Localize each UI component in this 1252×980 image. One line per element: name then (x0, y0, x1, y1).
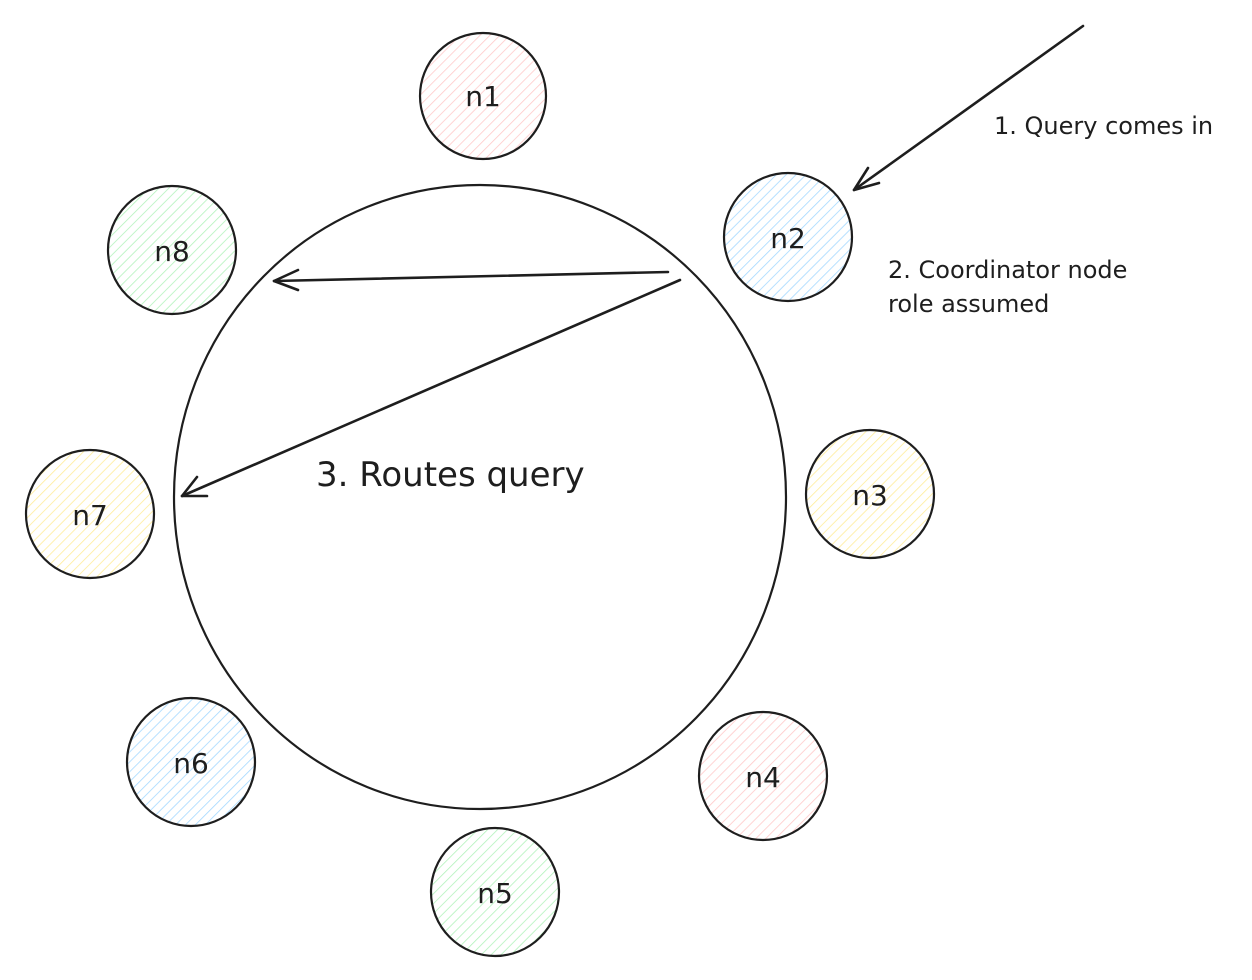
node-label: n5 (477, 877, 513, 910)
node-outline (804, 428, 936, 560)
node-n2: n2 (722, 171, 854, 303)
node-n7: n7 (24, 448, 156, 580)
arrow-head (272, 268, 300, 292)
hash-ring (172, 183, 788, 811)
node-outline (429, 826, 561, 958)
node-outline (722, 171, 854, 303)
node-outline (106, 184, 238, 316)
route-arrow-to-n8 (272, 268, 670, 292)
node-label: n8 (154, 235, 190, 268)
node-label: n3 (852, 479, 888, 512)
node-circle (26, 450, 154, 578)
node-outline (125, 696, 257, 828)
annotation-step-3: 3. Routes query (316, 455, 585, 495)
arrow-shaft (852, 24, 1085, 192)
incoming-query-arrow (852, 24, 1085, 192)
arrow-shaft (180, 278, 682, 498)
node-n1: n1 (418, 31, 548, 161)
node-outline (418, 31, 548, 161)
node-outline (24, 448, 156, 580)
node-label: n1 (465, 80, 501, 113)
node-circle (724, 173, 852, 301)
node-n3: n3 (804, 428, 936, 560)
node-circle (699, 712, 827, 840)
node-label: n7 (72, 499, 108, 532)
node-circle (127, 698, 255, 826)
node-n4: n4 (697, 710, 829, 842)
node-n5: n5 (429, 826, 561, 958)
node-circle (806, 430, 934, 558)
arrow-head (180, 475, 209, 498)
arrow-shaft (272, 270, 670, 283)
annotation-step-2-line-2: role assumed (888, 290, 1049, 318)
node-circle (108, 186, 236, 314)
node-circle (420, 33, 546, 159)
node-label: n6 (173, 747, 209, 780)
node-label: n2 (770, 222, 806, 255)
annotation-step-2-line-1: 2. Coordinator node (888, 256, 1127, 284)
annotation-step-1: 1. Query comes in (994, 112, 1213, 140)
node-label: n4 (745, 761, 781, 794)
arrow-head (852, 166, 881, 192)
node-n8: n8 (106, 184, 238, 316)
node-circle (431, 828, 559, 956)
node-outline (697, 710, 829, 842)
node-n6: n6 (125, 696, 257, 828)
route-arrow-to-n7 (180, 278, 682, 498)
